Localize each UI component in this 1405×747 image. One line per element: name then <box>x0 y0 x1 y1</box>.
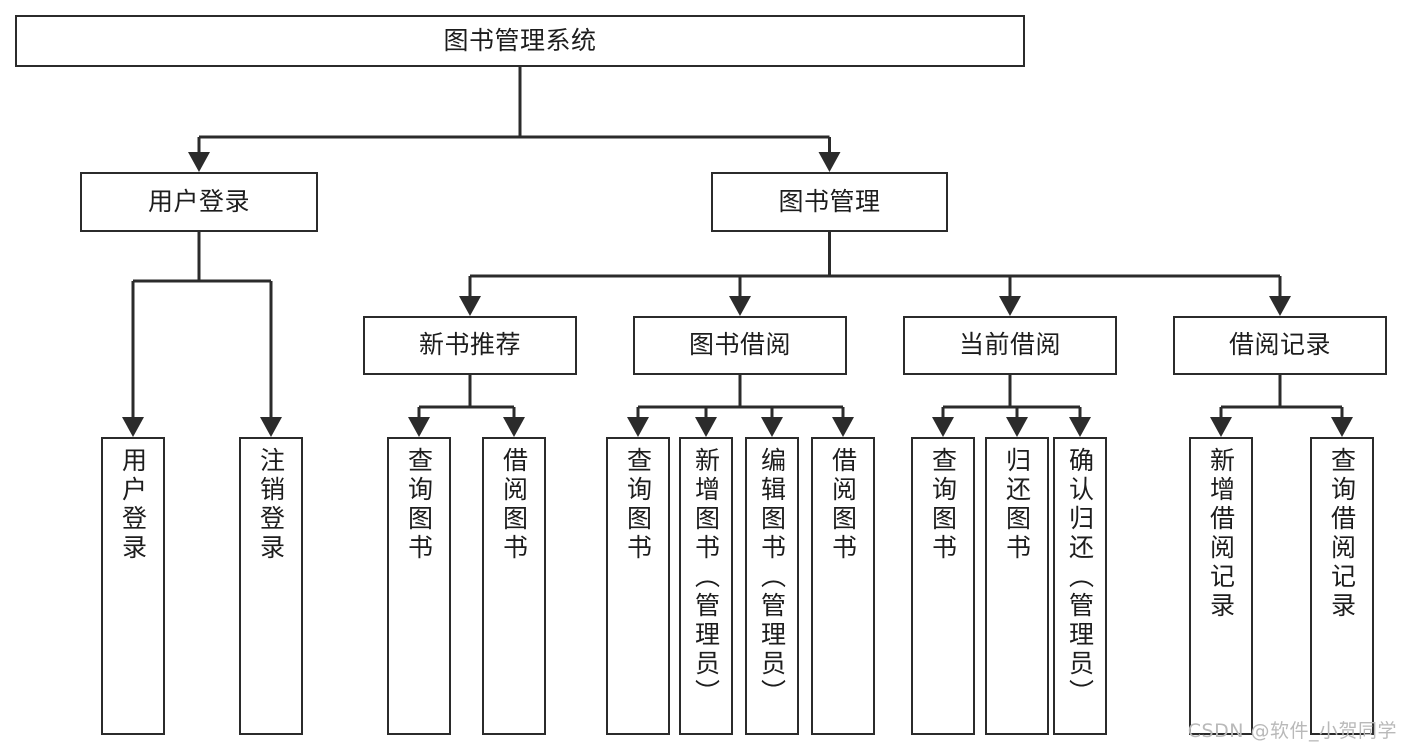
node-current-borrow[interactable]: 当前借阅 <box>903 316 1117 375</box>
watermark: CSDN @软件_小贺同学 <box>1187 720 1397 742</box>
leaf-recommend-query-book[interactable]: 查询图书 <box>387 437 451 735</box>
leaf-current-return-book[interactable]: 归还图书 <box>985 437 1049 735</box>
leaf-current-return-book-label: 归还图书 <box>1002 447 1032 563</box>
leaf-borrow-edit-book-label: 编辑图书（管理员） <box>757 447 787 708</box>
leaf-record-query[interactable]: 查询借阅记录 <box>1310 437 1374 735</box>
node-root[interactable]: 图书管理系统 <box>15 15 1025 67</box>
leaf-user-logout-label: 注销登录 <box>256 447 286 563</box>
leaf-borrow-query-book-label: 查询图书 <box>623 447 653 563</box>
node-book-borrow-label: 图书借阅 <box>688 330 791 360</box>
leaf-record-add[interactable]: 新增借阅记录 <box>1189 437 1253 735</box>
leaf-current-confirm-return-label: 确认归还（管理员） <box>1065 447 1095 708</box>
node-new-book-recommend[interactable]: 新书推荐 <box>363 316 577 375</box>
node-borrow-record[interactable]: 借阅记录 <box>1173 316 1387 375</box>
node-book-manage[interactable]: 图书管理 <box>711 172 948 232</box>
leaf-borrow-query-book[interactable]: 查询图书 <box>606 437 670 735</box>
node-user-login[interactable]: 用户登录 <box>80 172 318 232</box>
node-book-manage-label: 图书管理 <box>778 186 881 216</box>
leaf-current-query-book[interactable]: 查询图书 <box>911 437 975 735</box>
leaf-recommend-query-book-label: 查询图书 <box>404 447 434 563</box>
leaf-current-confirm-return[interactable]: 确认归还（管理员） <box>1053 437 1107 735</box>
leaf-current-query-book-label: 查询图书 <box>928 447 958 563</box>
node-borrow-record-label: 借阅记录 <box>1228 330 1331 360</box>
node-user-login-label: 用户登录 <box>147 186 250 216</box>
leaf-borrow-borrow-book-label: 借阅图书 <box>828 447 858 563</box>
leaf-user-logout[interactable]: 注销登录 <box>239 437 303 735</box>
node-new-book-recommend-label: 新书推荐 <box>418 330 521 360</box>
leaf-borrow-add-book-label: 新增图书（管理员） <box>691 447 721 708</box>
leaf-borrow-add-book[interactable]: 新增图书（管理员） <box>679 437 733 735</box>
leaf-borrow-edit-book[interactable]: 编辑图书（管理员） <box>745 437 799 735</box>
leaf-borrow-borrow-book[interactable]: 借阅图书 <box>811 437 875 735</box>
leaf-record-add-label: 新增借阅记录 <box>1206 447 1236 621</box>
leaf-recommend-borrow-book[interactable]: 借阅图书 <box>482 437 546 735</box>
leaf-user-login-label: 用户登录 <box>118 447 148 563</box>
leaf-recommend-borrow-book-label: 借阅图书 <box>499 447 529 563</box>
node-root-label: 图书管理系统 <box>443 25 597 55</box>
node-book-borrow[interactable]: 图书借阅 <box>633 316 847 375</box>
node-current-borrow-label: 当前借阅 <box>958 330 1061 360</box>
leaf-user-login[interactable]: 用户登录 <box>101 437 165 735</box>
leaf-record-query-label: 查询借阅记录 <box>1327 447 1357 621</box>
